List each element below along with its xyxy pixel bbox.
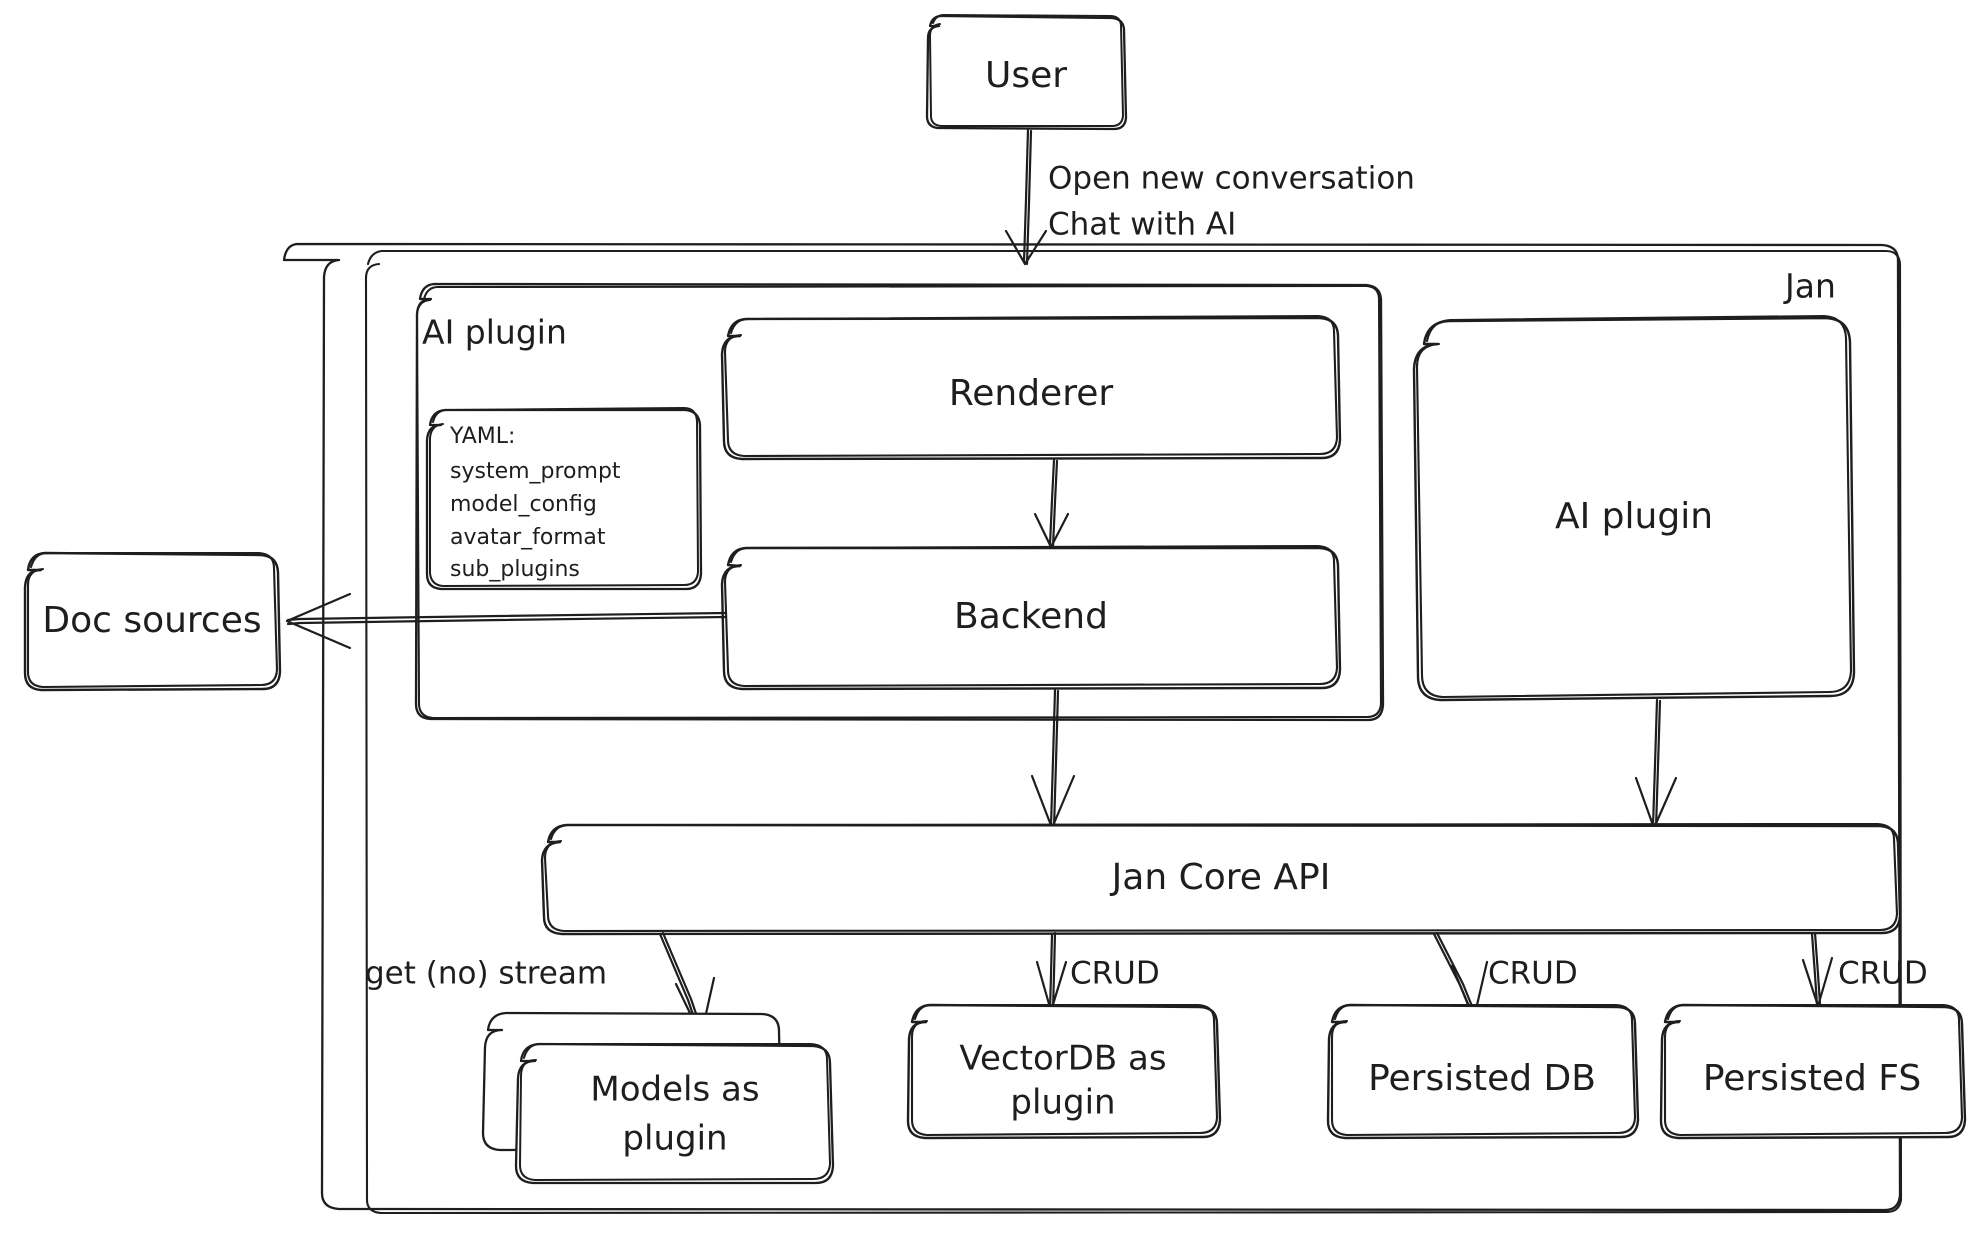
edge-core-api-to-models: get (no) stream — [365, 931, 716, 1038]
container-jan-label: Jan — [1783, 267, 1836, 306]
edge-renderer-to-backend — [1033, 458, 1070, 549]
edge-backend-to-core-api — [1030, 688, 1076, 830]
edge-label-crud-vectordb: CRUD — [1070, 956, 1160, 992]
yaml-heading: YAML: — [449, 424, 515, 449]
card-yaml-config[interactable]: YAML: system_prompt model_config avatar_… — [425, 407, 703, 591]
edge-label-crud-persisted-fs: CRUD — [1838, 956, 1928, 992]
node-renderer[interactable]: Renderer — [720, 314, 1342, 461]
node-vectordb-as-plugin-label-line2: plugin — [1010, 1083, 1115, 1123]
edge-ai-plugin-to-core-api — [1634, 698, 1678, 830]
node-user-label: User — [985, 55, 1067, 96]
node-doc-sources-label: Doc sources — [42, 600, 261, 641]
node-ai-plugin-label: AI plugin — [1555, 496, 1713, 537]
node-jan-core-api[interactable]: Jan Core API — [540, 822, 1902, 936]
node-persisted-fs-label: Persisted FS — [1703, 1058, 1921, 1099]
edge-core-api-to-vectordb: CRUD — [1035, 931, 1160, 1013]
edge-label-chat-with-ai: Chat with AI — [1048, 207, 1236, 243]
node-backend-label: Backend — [954, 596, 1108, 637]
node-doc-sources[interactable]: Doc sources — [23, 551, 282, 692]
edge-core-api-to-persisted-db: CRUD — [1432, 931, 1578, 1020]
node-renderer-label: Renderer — [949, 373, 1114, 414]
edge-core-api-to-persisted-fs: CRUD — [1801, 931, 1928, 1008]
node-backend[interactable]: Backend — [720, 544, 1342, 691]
node-user[interactable]: User — [925, 14, 1128, 131]
edge-label-crud-persisted-db: CRUD — [1488, 956, 1578, 992]
yaml-item-system-prompt: system_prompt — [450, 459, 621, 484]
node-models-as-plugin-label-line2: plugin — [622, 1119, 727, 1159]
edge-backend-to-doc-sources — [285, 592, 728, 650]
edge-label-get-no-stream: get (no) stream — [365, 956, 607, 992]
edge-user-to-renderer: Open new conversation Chat with AI — [1004, 127, 1415, 266]
node-persisted-db[interactable]: Persisted DB — [1326, 1003, 1640, 1140]
node-persisted-db-label: Persisted DB — [1368, 1058, 1596, 1099]
yaml-item-model-config: model_config — [450, 492, 597, 517]
yaml-item-sub-plugins: sub_plugins — [450, 557, 580, 582]
yaml-item-avatar-format: avatar_format — [450, 525, 606, 550]
node-vectordb-as-plugin[interactable]: VectorDB as plugin — [906, 1003, 1222, 1140]
node-vectordb-as-plugin-label-line1: VectorDB as — [959, 1039, 1166, 1079]
container-ai-plugin-group-label: AI plugin — [422, 313, 567, 352]
node-jan-core-api-label: Jan Core API — [1110, 857, 1331, 898]
node-ai-plugin[interactable]: AI plugin — [1412, 314, 1856, 702]
node-persisted-fs[interactable]: Persisted FS — [1659, 1003, 1967, 1140]
edge-label-open-new-conversation: Open new conversation — [1048, 161, 1415, 197]
node-models-as-plugin-label-line1: Models as — [590, 1070, 759, 1110]
node-models-as-plugin[interactable]: Models as plugin — [481, 1011, 835, 1185]
